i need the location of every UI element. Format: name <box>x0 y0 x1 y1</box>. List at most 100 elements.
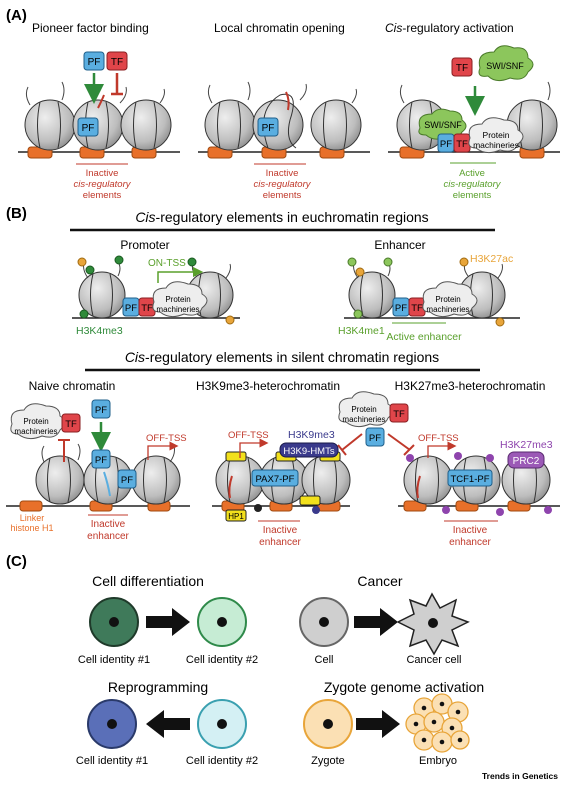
silent-protein-machineries: Protein machineries <box>338 391 394 428</box>
h3k9-off-tss-label: OFF-TSS <box>228 430 269 441</box>
svg-text:TF: TF <box>411 303 423 314</box>
a1-pf-top: PF <box>83 51 105 71</box>
pax7-pf: PAX7-PF <box>251 469 299 487</box>
enhancer-chromatin <box>344 257 520 327</box>
reprog-id2-label: Cell identity #2 <box>186 755 258 767</box>
cancer-title: Cancer <box>357 573 402 589</box>
cell-id1-label: Cell identity #1 <box>78 654 150 666</box>
panel-c-letter: (C) <box>6 553 27 570</box>
a2-inactive-2: cis-regulatory <box>253 179 311 190</box>
a2-pf: PF <box>257 117 279 137</box>
cell-nucleus <box>107 719 117 729</box>
h3k4me3-label: H3K4me3 <box>76 325 123 337</box>
h3k27-inactive-1: Inactive <box>453 525 488 536</box>
a3-protein-machineries: Protein machineries <box>468 117 524 154</box>
journal-label: Trends in Genetics <box>482 771 558 781</box>
naive-pf-side: PF <box>117 469 137 489</box>
svg-text:SWI/SNF: SWI/SNF <box>486 61 524 71</box>
cell-label: Cell <box>315 654 334 666</box>
enhancer-pf: PF <box>392 297 410 317</box>
eu-header: Cis-regulatory elements in euchromatin r… <box>135 209 428 225</box>
prc2: PRC2 <box>507 451 545 469</box>
a3-tf: TF <box>453 133 471 153</box>
svg-text:H3K9-HMTs: H3K9-HMTs <box>283 446 334 457</box>
a2-inactive-3: elements <box>263 190 302 201</box>
a1-chromatin <box>18 81 180 159</box>
a1-tf-top: TF <box>106 51 128 71</box>
cell-nucleus <box>428 618 438 628</box>
naive-tf: TF <box>61 413 81 433</box>
a1-inactive-2: cis-regulatory <box>73 179 131 190</box>
a3-tf-top: TF <box>451 57 473 77</box>
a3-pf: PF <box>437 133 455 153</box>
embryo-label: Embryo <box>419 755 457 767</box>
svg-text:machineries: machineries <box>156 305 199 314</box>
h3k9-chromatin <box>212 451 351 514</box>
svg-text:PF: PF <box>395 303 407 314</box>
zygote-label: Zygote <box>311 755 345 767</box>
h3k27ac-label: H3K27ac <box>470 253 513 265</box>
zga-arrow <box>356 710 400 738</box>
silent-block-left <box>337 433 363 456</box>
svg-text:PF: PF <box>262 123 275 134</box>
svg-text:Protein: Protein <box>483 130 510 140</box>
naive-pf-bound: PF <box>91 449 111 469</box>
naive-chromatin <box>6 443 190 512</box>
panel-a-title-1: Pioneer factor binding <box>32 21 149 35</box>
reprog-arrow <box>146 710 190 738</box>
svg-text:PF: PF <box>95 455 107 466</box>
a3-active-3: elements <box>453 190 492 201</box>
silent-pf: PF <box>365 427 385 447</box>
panel-a-title-3: Cis-regulatory activation <box>385 21 514 35</box>
zga-title: Zygote genome activation <box>324 679 484 695</box>
h3k4me1-label: H3K4me1 <box>338 325 385 337</box>
cell-id2-label: Cell identity #2 <box>186 654 258 666</box>
svg-text:Protein: Protein <box>23 417 48 426</box>
svg-text:machineries: machineries <box>473 140 519 150</box>
svg-text:TF: TF <box>111 57 123 68</box>
naive-block-inhibitor <box>58 439 70 462</box>
silent-tf: TF <box>389 403 409 423</box>
h3k9-title: H3K9me3-heterochromatin <box>196 379 340 393</box>
svg-text:TF: TF <box>456 139 468 150</box>
svg-text:PAX7-PF: PAX7-PF <box>256 474 295 485</box>
naive-title: Naive chromatin <box>29 379 116 393</box>
a1-inactive-1: Inactive <box>86 168 119 179</box>
h3k9-hmts: H3K9-HMTs <box>279 442 339 458</box>
naive-off-tss-arrow <box>147 441 179 460</box>
promoter-title: Promoter <box>120 238 169 252</box>
svg-text:PF: PF <box>125 303 137 314</box>
naive-inactive-2: enhancer <box>87 531 129 542</box>
promoter-pf: PF <box>122 297 140 317</box>
svg-text:TF: TF <box>456 63 468 74</box>
active-enhancer-label: Active enhancer <box>386 331 462 343</box>
h3k27-title: H3K27me3-heterochromatin <box>395 379 546 393</box>
svg-text:HP1: HP1 <box>228 512 244 521</box>
h3k9-inactive-1: Inactive <box>263 525 298 536</box>
naive-off-tss-label: OFF-TSS <box>146 433 187 444</box>
reprogramming-title: Reprogramming <box>108 679 208 695</box>
h3k27-off-tss-label: OFF-TSS <box>418 433 459 444</box>
cell-nucleus <box>319 617 329 627</box>
svg-text:PF: PF <box>369 433 381 444</box>
svg-text:machineries: machineries <box>14 427 57 436</box>
a3-swisnf-top: SWI/SNF <box>478 45 534 82</box>
cell-nucleus <box>217 617 227 627</box>
panel-a-title-2: Local chromatin opening <box>214 21 345 35</box>
cancer-arrow <box>354 608 398 636</box>
cancer-cell-label: Cancer cell <box>406 654 461 666</box>
panel-a-letter: (A) <box>6 7 27 24</box>
reprog-id1-label: Cell identity #1 <box>76 755 148 767</box>
svg-text:TF: TF <box>141 303 153 314</box>
silent-block-right <box>387 433 415 456</box>
svg-text:TF: TF <box>393 409 405 420</box>
svg-text:PF: PF <box>440 139 452 150</box>
h3k27-off-tss-arrow <box>427 441 457 458</box>
a1-block-inhibitor <box>111 73 123 96</box>
a1-pf-bound: PF <box>77 117 99 137</box>
promoter-chromatin <box>72 255 240 325</box>
cell-nucleus <box>109 617 119 627</box>
cell-diff-title: Cell differentiation <box>92 573 204 589</box>
a1-inactive-3: elements <box>83 190 122 201</box>
